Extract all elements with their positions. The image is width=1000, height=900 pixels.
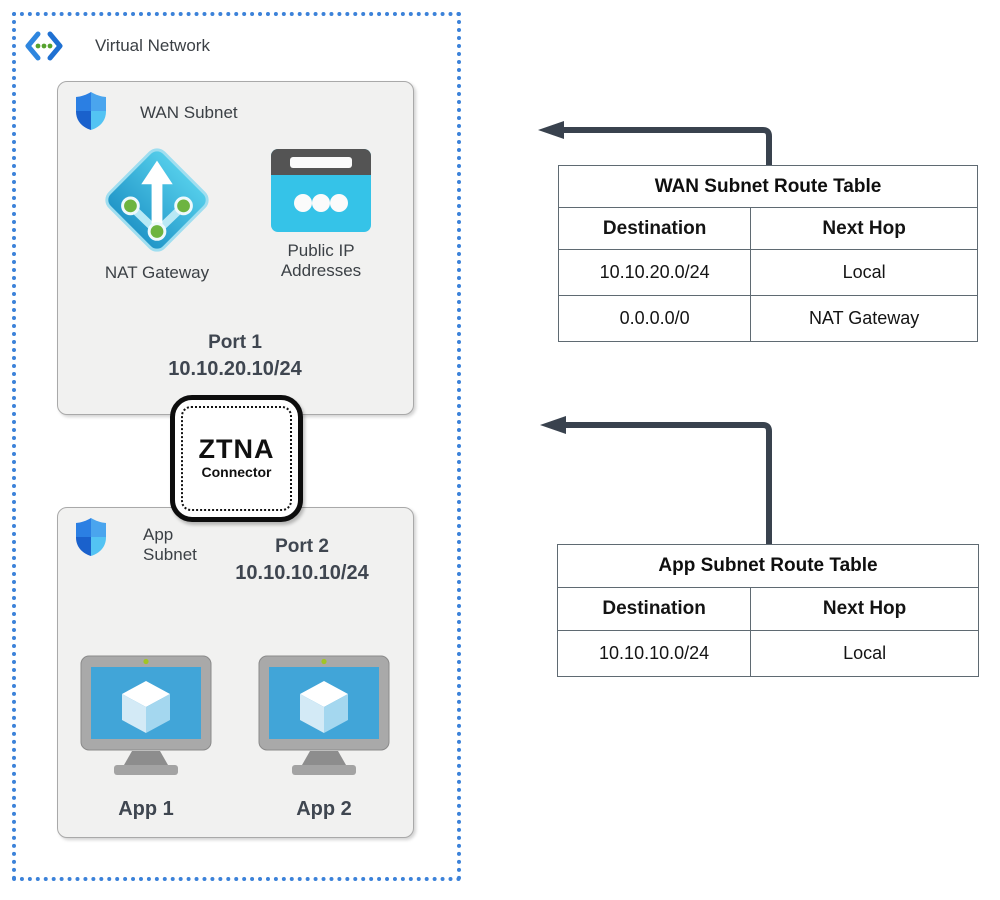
- wan-route-1-next-hop: Local: [842, 262, 886, 282]
- app-port-label: Port 2: [275, 536, 329, 557]
- ztna-title: ZTNA: [198, 434, 275, 465]
- app1-vm-icon: [80, 655, 212, 775]
- wan-header-destination: Destination: [559, 208, 752, 249]
- app2-label: App 2: [296, 798, 352, 820]
- app-subnet-label: App Subnet: [143, 525, 197, 564]
- wan-port: Port 1 10.10.20.10/24: [110, 331, 360, 382]
- app2-vm-icon: [258, 655, 390, 775]
- app1-label: App 1: [118, 798, 174, 820]
- ztna-connector-box: ZTNA Connector: [170, 395, 303, 522]
- wan-route-row-1: 10.10.20.0/24 Local: [559, 250, 977, 296]
- wan-subnet-label: WAN Subnet: [140, 103, 238, 122]
- app-route-row-1: 10.10.10.0/24 Local: [558, 631, 978, 676]
- wan-route-table-header-row: Destination Next Hop: [559, 208, 977, 250]
- app-route-table: App Subnet Route Table Destination Next …: [557, 544, 979, 677]
- public-ip-label: Public IP Addresses: [280, 241, 362, 281]
- wan-header-next-hop: Next Hop: [822, 217, 906, 239]
- wan-route-2-destination: 0.0.0.0/0: [559, 296, 752, 341]
- app-route-table-header-row: Destination Next Hop: [558, 588, 978, 631]
- wan-route-table-title: WAN Subnet Route Table: [559, 166, 977, 208]
- wan-route-1-destination: 10.10.20.0/24: [559, 250, 752, 295]
- wan-route-arrow: [538, 121, 772, 165]
- app-route-table-title: App Subnet Route Table: [558, 545, 978, 588]
- app-subnet-shield-icon: [76, 518, 106, 556]
- app-route-1-destination: 10.10.10.0/24: [558, 631, 752, 676]
- ztna-subtitle: Connector: [201, 464, 272, 481]
- nat-gateway-icon: [105, 148, 209, 252]
- wan-route-row-2: 0.0.0.0/0 NAT Gateway: [559, 296, 977, 341]
- wan-route-table: WAN Subnet Route Table Destination Next …: [558, 165, 978, 342]
- virtual-network-icon: [25, 31, 63, 61]
- app-header-next-hop: Next Hop: [822, 598, 907, 619]
- wan-port-label: Port 1: [208, 332, 262, 353]
- virtual-network-boundary: [12, 12, 461, 881]
- app-header-destination: Destination: [558, 588, 752, 630]
- virtual-network-label: Virtual Network: [95, 36, 210, 55]
- wan-port-ip: 10.10.20.10/24: [168, 357, 302, 380]
- wan-subnet-shield-icon: [76, 92, 106, 130]
- nat-gateway-label: NAT Gateway: [104, 263, 210, 282]
- app-route-arrow: [540, 416, 772, 544]
- wan-route-2-next-hop: NAT Gateway: [808, 308, 920, 328]
- ztna-connector-inner-border: ZTNA Connector: [181, 406, 292, 511]
- public-ip-icon: [271, 149, 371, 232]
- app-port: Port 2 10.10.10.10/24: [177, 535, 427, 586]
- app-port-ip: 10.10.10.10/24: [235, 561, 369, 584]
- app-route-1-next-hop: Local: [843, 643, 887, 663]
